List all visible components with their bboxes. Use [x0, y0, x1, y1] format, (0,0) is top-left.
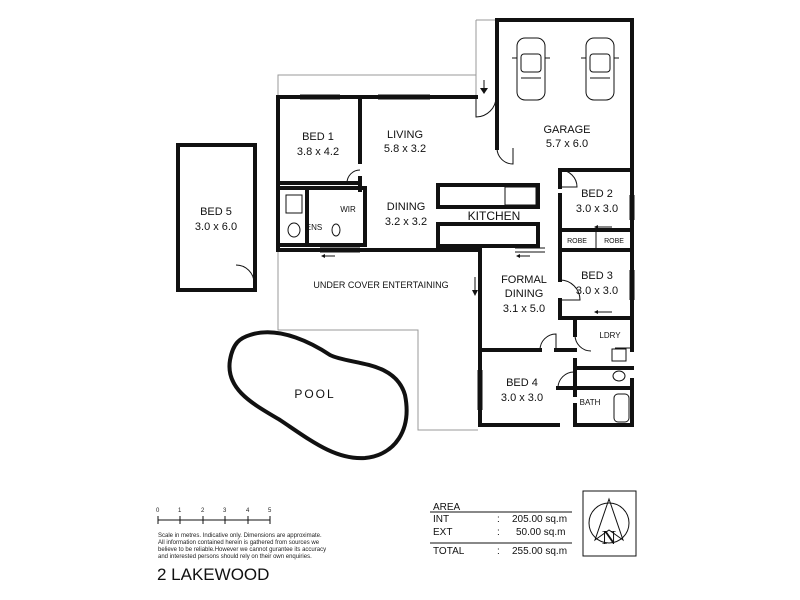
bed2-name: BED 2 [581, 188, 613, 200]
disclaimer-line-1: Scale in metres. Indicative only. Dimens… [158, 533, 322, 539]
scale-tick-0: 0 [156, 508, 160, 514]
area-int-value: 205.00 sq.m [512, 514, 567, 525]
house-walls [276, 18, 634, 427]
formal-dining-name2: DINING [505, 288, 544, 300]
compass-icon: N [582, 490, 637, 557]
slider-arrow-icon [472, 290, 478, 296]
formal-dining-name1: FORMAL [501, 274, 547, 286]
bed5-dims: 3.0 x 6.0 [195, 221, 237, 233]
kitchen-name: KITCHEN [468, 209, 521, 223]
pool: POOL [227, 330, 409, 461]
ldry-label: LDRY [599, 331, 621, 340]
scale-tick-3: 3 [223, 508, 227, 514]
area-total-sep: : [497, 546, 500, 557]
bed4-dims: 3.0 x 3.0 [501, 392, 543, 404]
area-heading: AREA [433, 502, 461, 513]
living-dims: 5.8 x 3.2 [384, 143, 426, 155]
bed3-dims: 3.0 x 3.0 [576, 285, 618, 297]
garage-dims: 5.7 x 6.0 [546, 138, 588, 150]
bathtub-icon [613, 393, 630, 423]
shower-icon [285, 194, 303, 214]
scale-bar: 0 1 2 3 4 5 Scale in metres. Indicative … [156, 508, 326, 560]
car-left-icon [512, 37, 550, 101]
area-int-sep: : [497, 514, 500, 525]
entry-arrow-icon [480, 88, 488, 94]
bed1-name: BED 1 [302, 131, 334, 143]
formal-dining-dims: 3.1 x 5.0 [503, 303, 545, 315]
disclaimer-line-3: believe to be reliable.However we cannot… [158, 547, 326, 553]
bath-toilet-icon [612, 370, 626, 382]
robe-right-label: ROBE [604, 238, 624, 245]
bath-label: BATH [580, 398, 601, 407]
bed3-name: BED 3 [581, 270, 613, 282]
car-right-icon [581, 37, 619, 101]
bed1-dims: 3.8 x 4.2 [297, 146, 339, 158]
bed5-name: BED 5 [200, 206, 232, 218]
fixtures [285, 194, 630, 423]
area-total-value: 255.00 sq.m [512, 546, 567, 557]
scale-tick-4: 4 [246, 508, 250, 514]
garage-name: GARAGE [543, 124, 590, 136]
dining-name: DINING [387, 201, 426, 213]
pool-label: POOL [294, 387, 335, 401]
basin-icon [331, 223, 341, 237]
scale-tick-2: 2 [201, 508, 205, 514]
area-ext-label: EXT [433, 527, 452, 538]
arrows [321, 80, 612, 314]
dining-dims: 3.2 x 3.2 [385, 216, 427, 228]
interior-walls [276, 95, 634, 427]
area-int-label: INT [433, 514, 449, 525]
compass-letter: N [602, 527, 616, 549]
area-total-label: TOTAL [433, 546, 465, 557]
scale-tick-1: 1 [178, 508, 182, 514]
area-ext-sep: : [497, 527, 500, 538]
disclaimer-line-2: All information contained herein is gath… [158, 540, 320, 546]
living-name: LIVING [387, 129, 423, 141]
area-table: AREA INT : 205.00 sq.m EXT : 50.00 sq.m … [430, 502, 572, 557]
scale-tick-5: 5 [268, 508, 272, 514]
bed2-dims: 3.0 x 3.0 [576, 203, 618, 215]
address-title: 2 LAKEWOOD [157, 565, 269, 584]
disclaimer-line-4: and interested persons should rely on th… [158, 554, 312, 560]
room-bed5: BED 5 3.0 x 6.0 [176, 143, 257, 292]
area-ext-value: 50.00 sq.m [516, 527, 565, 538]
wir-label: WIR [340, 205, 356, 214]
bed4-name: BED 4 [506, 377, 538, 389]
entertaining-label: UNDER COVER ENTERTAINING [313, 280, 448, 290]
robe-left-label: ROBE [567, 238, 587, 245]
laundry-tub-icon [611, 348, 627, 362]
ens-label: ENS [306, 223, 322, 232]
toilet-icon [287, 222, 301, 238]
doors-windows [300, 94, 635, 410]
